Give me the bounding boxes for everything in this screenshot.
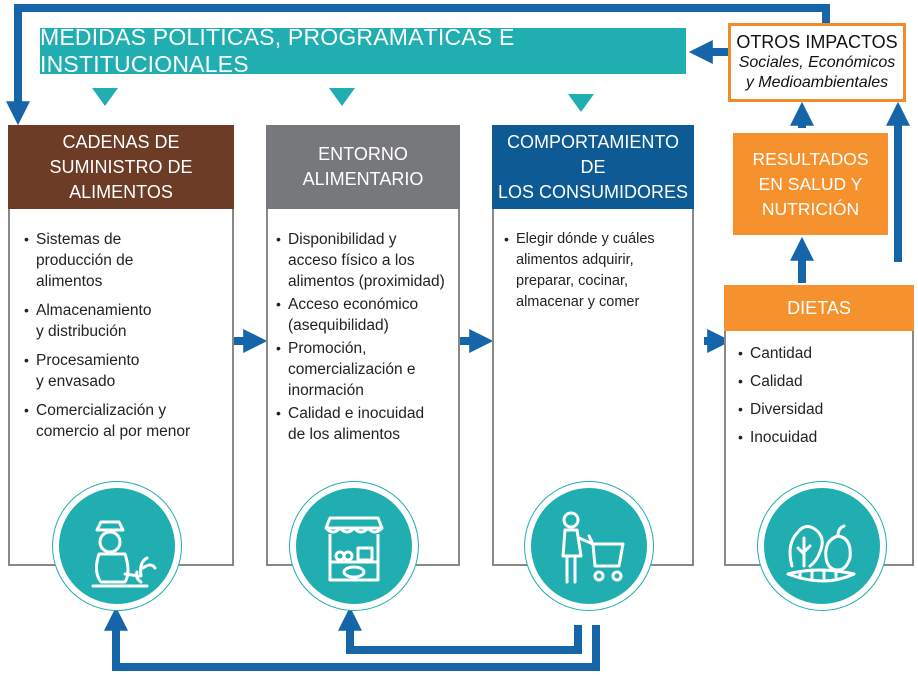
policy-banner-text: MEDIDAS POLÍTICAS, PROGRAMÁTICAS E INSTI… [40, 24, 515, 77]
other-impacts-box: OTROS IMPACTOS Sociales, Económicos y Me… [728, 23, 906, 102]
heading-line: ALIMENTARIO [302, 169, 424, 189]
list-item: Cantidad [738, 343, 906, 364]
diets-list: Cantidad Calidad Diversidad Inocuidad [726, 331, 912, 448]
list-item: Diversidad [738, 399, 906, 420]
farmer-icon [53, 482, 181, 610]
diets-heading-text: DIETAS [787, 297, 851, 318]
other-impacts-line1: Sociales, Económicos [738, 54, 896, 71]
other-impacts-title: OTROS IMPACTOS [736, 32, 898, 52]
heading-line: LOS CONSUMIDORES [497, 181, 689, 202]
food-environment-heading: ENTORNO ALIMENTARIO [266, 125, 460, 209]
heading-line: RESULTADOS [752, 148, 869, 169]
diets-heading: DIETAS [724, 285, 914, 331]
list-item: Inocuidad [738, 427, 906, 448]
policy-banner: MEDIDAS POLÍTICAS, PROGRAMÁTICAS E INSTI… [40, 24, 686, 77]
heading-line: EN SALUD Y [758, 173, 863, 194]
heading-line: ALIMENTOS [69, 181, 173, 202]
list-item: Calidad [738, 371, 906, 392]
heading-line: COMPORTAMIENTO DE [506, 131, 679, 177]
other-impacts-line2: y Medioambientales [745, 74, 889, 91]
heading-line: ENTORNO [318, 144, 408, 164]
heading-line: SUMINISTRO DE [49, 156, 193, 177]
feedback-arrow-top [6, 4, 830, 126]
vegetables-icon [758, 482, 886, 610]
health-results-box: RESULTADOS EN SALUD Y NUTRICIÓN [733, 133, 888, 235]
market-stall-icon [290, 482, 418, 610]
down-triangle-icon [329, 88, 355, 106]
diets-column: DIETAS Cantidad Calidad Diversidad Inocu… [724, 285, 914, 566]
consumer-behavior-heading: COMPORTAMIENTO DE LOS CONSUMIDORES [492, 125, 694, 209]
shopper-cart-icon [525, 482, 653, 610]
down-triangle-icon [92, 88, 118, 106]
supply-chain-heading: CADENAS DE SUMINISTRO DE ALIMENTOS [8, 125, 234, 209]
food-environment-column: ENTORNO ALIMENTARIO Disponibilidad yacce… [266, 125, 460, 566]
down-triangle-icon [568, 94, 594, 112]
feedback-arrow-bottom-inner [338, 606, 582, 654]
feedback-arrow-bottom-outer [104, 606, 600, 671]
list-item: Acceso económico(asequibilidad) [276, 294, 452, 336]
heading-line: NUTRICIÓN [761, 198, 860, 219]
heading-line: CADENAS DE [62, 131, 180, 152]
